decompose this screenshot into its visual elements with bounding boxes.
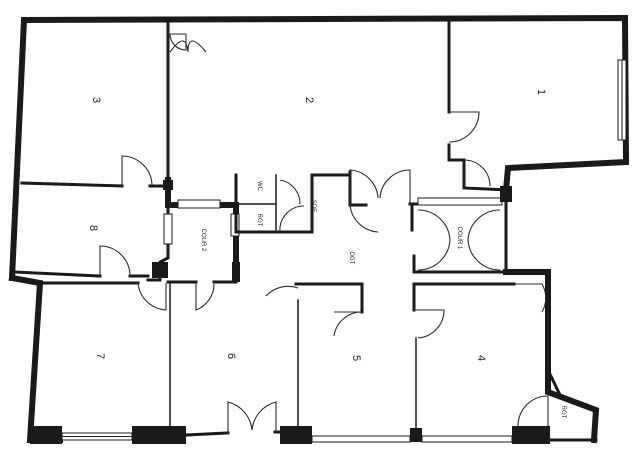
room-label-8: 8	[87, 225, 99, 231]
door-room4	[514, 283, 547, 313]
interior-walls	[12, 18, 598, 431]
cour2-window-left	[163, 213, 173, 245]
door-dgt-top-left	[349, 169, 379, 205]
outer-walls	[8, 14, 630, 444]
room-label-2: 2	[303, 97, 315, 103]
column-c	[232, 262, 240, 282]
outer-wall-left-lower	[8, 274, 63, 443]
room-labels: 1 2 3 4 5 6 7 8 WC SDE RGT DGT COUR 1 CO…	[87, 89, 566, 419]
door-room3	[121, 155, 153, 187]
pillar-room-4	[512, 426, 550, 444]
room-label-6: 6	[225, 353, 237, 359]
wc-block	[234, 173, 352, 234]
label-rgt-corner: RGT	[560, 406, 566, 419]
door-dgt-top-right	[379, 169, 411, 204]
room-label-4: 4	[475, 355, 487, 361]
door-cour2-right	[195, 282, 215, 311]
door-room2-top-arcs	[169, 40, 207, 53]
label-wc: WC	[256, 181, 262, 192]
door-wc	[279, 179, 301, 205]
door-dgt-left	[349, 204, 379, 233]
label-sde: SDE	[310, 200, 316, 212]
door-room6-bottom	[227, 401, 277, 433]
outer-wall-top	[8, 14, 630, 282]
room-label-5: 5	[350, 355, 362, 361]
pillar-left	[30, 426, 62, 444]
column-d	[500, 186, 512, 202]
door-room6	[265, 285, 299, 297]
door-room5-left	[333, 311, 363, 337]
door-room1	[448, 111, 480, 143]
label-rgt-center: RGT	[256, 214, 262, 227]
room-label-7: 7	[94, 353, 106, 359]
wall-1-west-b	[447, 143, 510, 192]
door-sde	[279, 205, 305, 233]
outer-wall-right	[503, 269, 600, 444]
wall-dgt-top	[348, 170, 368, 207]
door-cour1-right	[467, 209, 501, 271]
label-cour1: COUR 1	[456, 227, 462, 250]
window-room-5	[311, 435, 411, 443]
pillar-room-6	[280, 426, 312, 444]
doors	[99, 33, 549, 433]
column-b	[152, 262, 168, 278]
column-a	[163, 180, 173, 190]
door-room8	[99, 245, 131, 277]
pillar-room-7	[132, 426, 186, 444]
door-room2-top-left	[169, 33, 187, 51]
wall-8-south	[12, 270, 102, 278]
door-rgt-corner	[517, 395, 549, 427]
door-cour1-left	[417, 209, 451, 271]
room-label-3: 3	[90, 97, 102, 103]
label-dgt: DGT	[348, 252, 354, 265]
label-cour2: COUR 2	[200, 229, 206, 252]
pillar-room-5	[410, 428, 422, 442]
door-cour1-top	[463, 159, 491, 187]
window-room-4	[421, 435, 513, 443]
cour1-bottom	[412, 254, 508, 274]
facade-wall-6	[184, 431, 230, 437]
columns	[152, 180, 512, 282]
wall-5-top	[294, 282, 364, 314]
door-room5-right	[414, 309, 445, 339]
wall-rgt-corner	[545, 367, 598, 412]
door-room7-cour2	[137, 282, 167, 311]
bottom-facade	[30, 426, 598, 444]
wall-3-south	[20, 181, 124, 188]
room-label-1: 1	[535, 89, 547, 95]
cour1-window	[417, 197, 503, 206]
cour2-window-top	[177, 199, 221, 209]
